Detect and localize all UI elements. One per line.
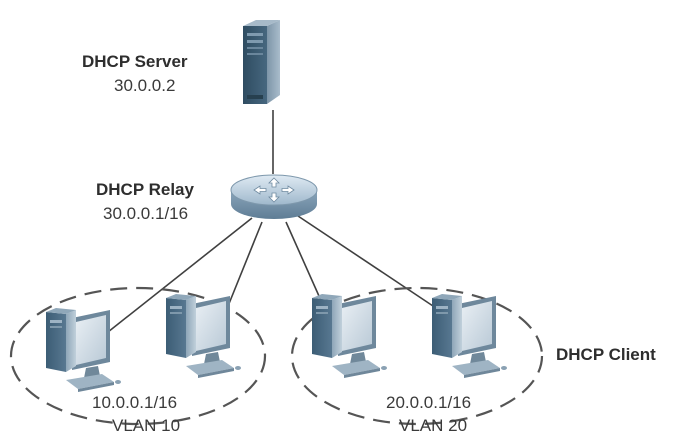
server-ip: 30.0.0.2 [114,76,176,95]
link-relay-client-2 [223,221,263,317]
relay-ip: 30.0.0.1/16 [103,204,189,223]
server-title: DHCP Server [82,52,188,71]
links-relay-clients [107,215,443,333]
client-pc-icon [312,294,387,378]
link-relay-client-4 [297,215,443,313]
client-pc-icon [432,294,507,378]
client-pc-icon [166,294,241,378]
vlan-20-subnet: 20.0.0.1/16 [386,393,472,412]
client-pc-icon [46,308,121,392]
vlan-10-name: VLAN 10 [112,416,181,435]
vlan-20-name: VLAN 20 [399,416,468,435]
vlan-10-subnet: 10.0.0.1/16 [92,393,178,412]
client-label: DHCP Client [556,345,656,364]
vlan-20-boundary [290,286,544,426]
vlan-10-boundary [9,286,267,426]
dhcp-server-icon [243,20,280,104]
dhcp-relay-router-icon [230,174,318,219]
relay-title: DHCP Relay [96,180,194,199]
link-relay-client-1 [107,217,253,333]
